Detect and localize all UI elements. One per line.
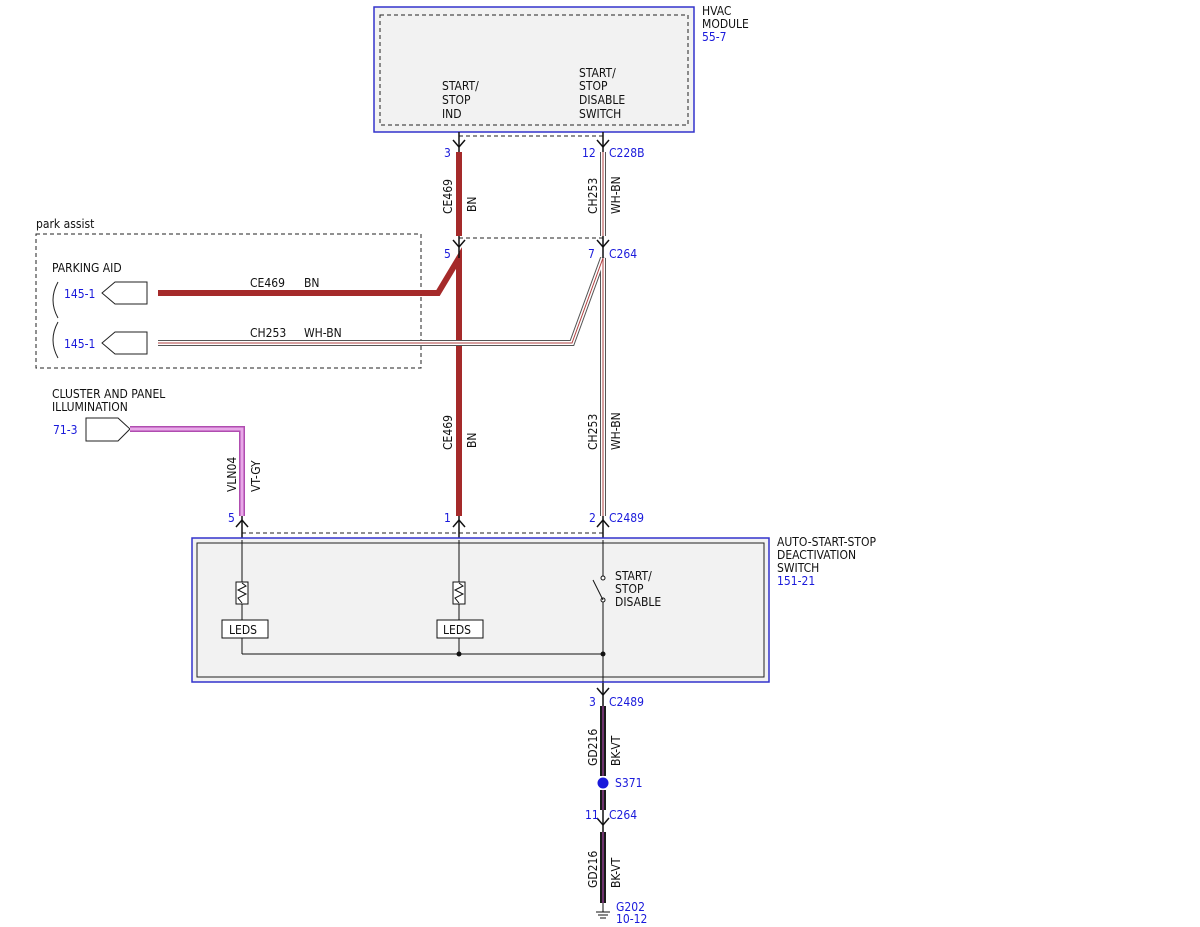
- hvac-pin-label-dis-2: STOP: [579, 79, 608, 93]
- ground-label[interactable]: G202: [616, 900, 645, 914]
- parking-aid-brace: [52, 281, 59, 359]
- ground-ref[interactable]: 10-12: [616, 912, 647, 926]
- switch-contact-icon[interactable]: [592, 575, 606, 603]
- wire-vln04[interactable]: [130, 426, 245, 516]
- wire-label-vt-gy: VT-GY: [249, 460, 263, 492]
- switch-module-ref[interactable]: 151-21: [777, 574, 815, 588]
- hvac-module[interactable]: START/ STOP IND START/ STOP DISABLE SWIT…: [373, 6, 695, 133]
- pin-number-7: 7: [588, 247, 595, 261]
- pin-number-3: 3: [444, 146, 451, 160]
- pin-number-1-switch: 1: [444, 511, 451, 525]
- connector-c2489-bottom[interactable]: C2489: [609, 695, 644, 709]
- wire-label-ch253-top: CH253: [586, 178, 600, 214]
- resistor-icon: [235, 581, 249, 605]
- led-label-right: LEDS: [443, 623, 471, 637]
- splice-label[interactable]: S371: [615, 776, 642, 790]
- pin-number-2-switch: 2: [589, 511, 596, 525]
- junction-dot: [600, 651, 606, 657]
- switch-module[interactable]: [191, 537, 770, 683]
- wire-ch253[interactable]: [158, 152, 606, 516]
- hvac-pin-label-ind-3: IND: [442, 107, 462, 121]
- hvac-pin-label-dis-3: DISABLE: [579, 93, 625, 107]
- switch-module-title-3: SWITCH: [777, 561, 819, 575]
- wire-label-vln04: VLN04: [225, 457, 239, 492]
- wire-label-wh-bn-top: WH-BN: [609, 176, 623, 214]
- led-label-left: LEDS: [229, 623, 257, 637]
- hvac-pin-label-ind-2: STOP: [442, 93, 471, 107]
- wire-label-ce469-top: CE469: [441, 179, 455, 214]
- led-box-left: [221, 619, 269, 639]
- pin-number-5-switch: 5: [228, 511, 235, 525]
- wire-label-wh-bn-mid: WH-BN: [609, 412, 623, 450]
- wire-label-ce469-horizontal: CE469: [250, 276, 285, 290]
- hvac-pin-label-dis-1: START/: [579, 66, 616, 80]
- park-assist-box: [35, 233, 422, 369]
- led-box-right: [436, 619, 484, 639]
- parking-aid-ref-2[interactable]: 145-1: [64, 337, 95, 351]
- switch-module-title-2: DEACTIVATION: [777, 548, 856, 562]
- wire-ce469[interactable]: [158, 152, 462, 516]
- switch-label-1: START/: [615, 569, 652, 583]
- hvac-module-ref[interactable]: 55-7: [702, 30, 727, 44]
- cluster-pin[interactable]: [85, 417, 131, 442]
- wire-label-wh-bn-horizontal: WH-BN: [304, 326, 342, 340]
- connector-pins: [235, 132, 610, 832]
- splice-s371[interactable]: [597, 777, 609, 789]
- parking-aid-title: PARKING AID: [52, 261, 122, 275]
- pin-number-3-bottom: 3: [589, 695, 596, 709]
- ground-icon: [596, 903, 610, 919]
- parking-aid-pin-ch253[interactable]: [101, 331, 148, 355]
- wire-label-bk-vt-top: BK-VT: [609, 735, 623, 766]
- wire-label-bn-top: BN: [465, 197, 479, 212]
- hvac-module-title-2: MODULE: [702, 17, 749, 31]
- pin-number-12: 12: [582, 146, 596, 160]
- pin-number-11: 11: [585, 808, 599, 822]
- connector-c264-bottom[interactable]: C264: [609, 808, 637, 822]
- cluster-title-1: CLUSTER AND PANEL: [52, 387, 165, 401]
- wire-label-ch253-horizontal: CH253: [250, 326, 286, 340]
- connector-c264[interactable]: C264: [609, 247, 637, 261]
- junction-dot: [456, 651, 462, 657]
- wire-label-gd216-top: GD216: [586, 729, 600, 766]
- connector-c228b[interactable]: C228B: [609, 146, 645, 160]
- switch-label-3: DISABLE: [615, 595, 661, 609]
- switch-module-title-1: AUTO-START-STOP: [777, 535, 876, 549]
- cluster-ref[interactable]: 71-3: [53, 423, 78, 437]
- parking-aid-pin-ce469[interactable]: [101, 281, 148, 305]
- wire-label-ch253-mid: CH253: [586, 414, 600, 450]
- pin-number-5: 5: [444, 247, 451, 261]
- wire-label-bn-mid: BN: [465, 433, 479, 448]
- connector-c2489-top[interactable]: C2489: [609, 511, 644, 525]
- hvac-module-title-1: HVAC: [702, 4, 731, 18]
- hvac-pin-label-dis-4: SWITCH: [579, 107, 621, 121]
- wire-label-bk-vt-bottom: BK-VT: [609, 857, 623, 888]
- wire-label-bn-horizontal: BN: [304, 276, 319, 290]
- switch-label-2: STOP: [615, 582, 644, 596]
- switch-internal-circuit: [241, 540, 604, 682]
- parking-aid-ref-1[interactable]: 145-1: [64, 287, 95, 301]
- park-assist-label: park assist: [36, 217, 94, 231]
- cluster-title-2: ILLUMINATION: [52, 400, 128, 414]
- resistor-icon: [452, 581, 466, 605]
- hvac-pin-label-ind-1: START/: [442, 79, 479, 93]
- wire-label-gd216-bottom: GD216: [586, 851, 600, 888]
- wire-label-ce469-mid: CE469: [441, 415, 455, 450]
